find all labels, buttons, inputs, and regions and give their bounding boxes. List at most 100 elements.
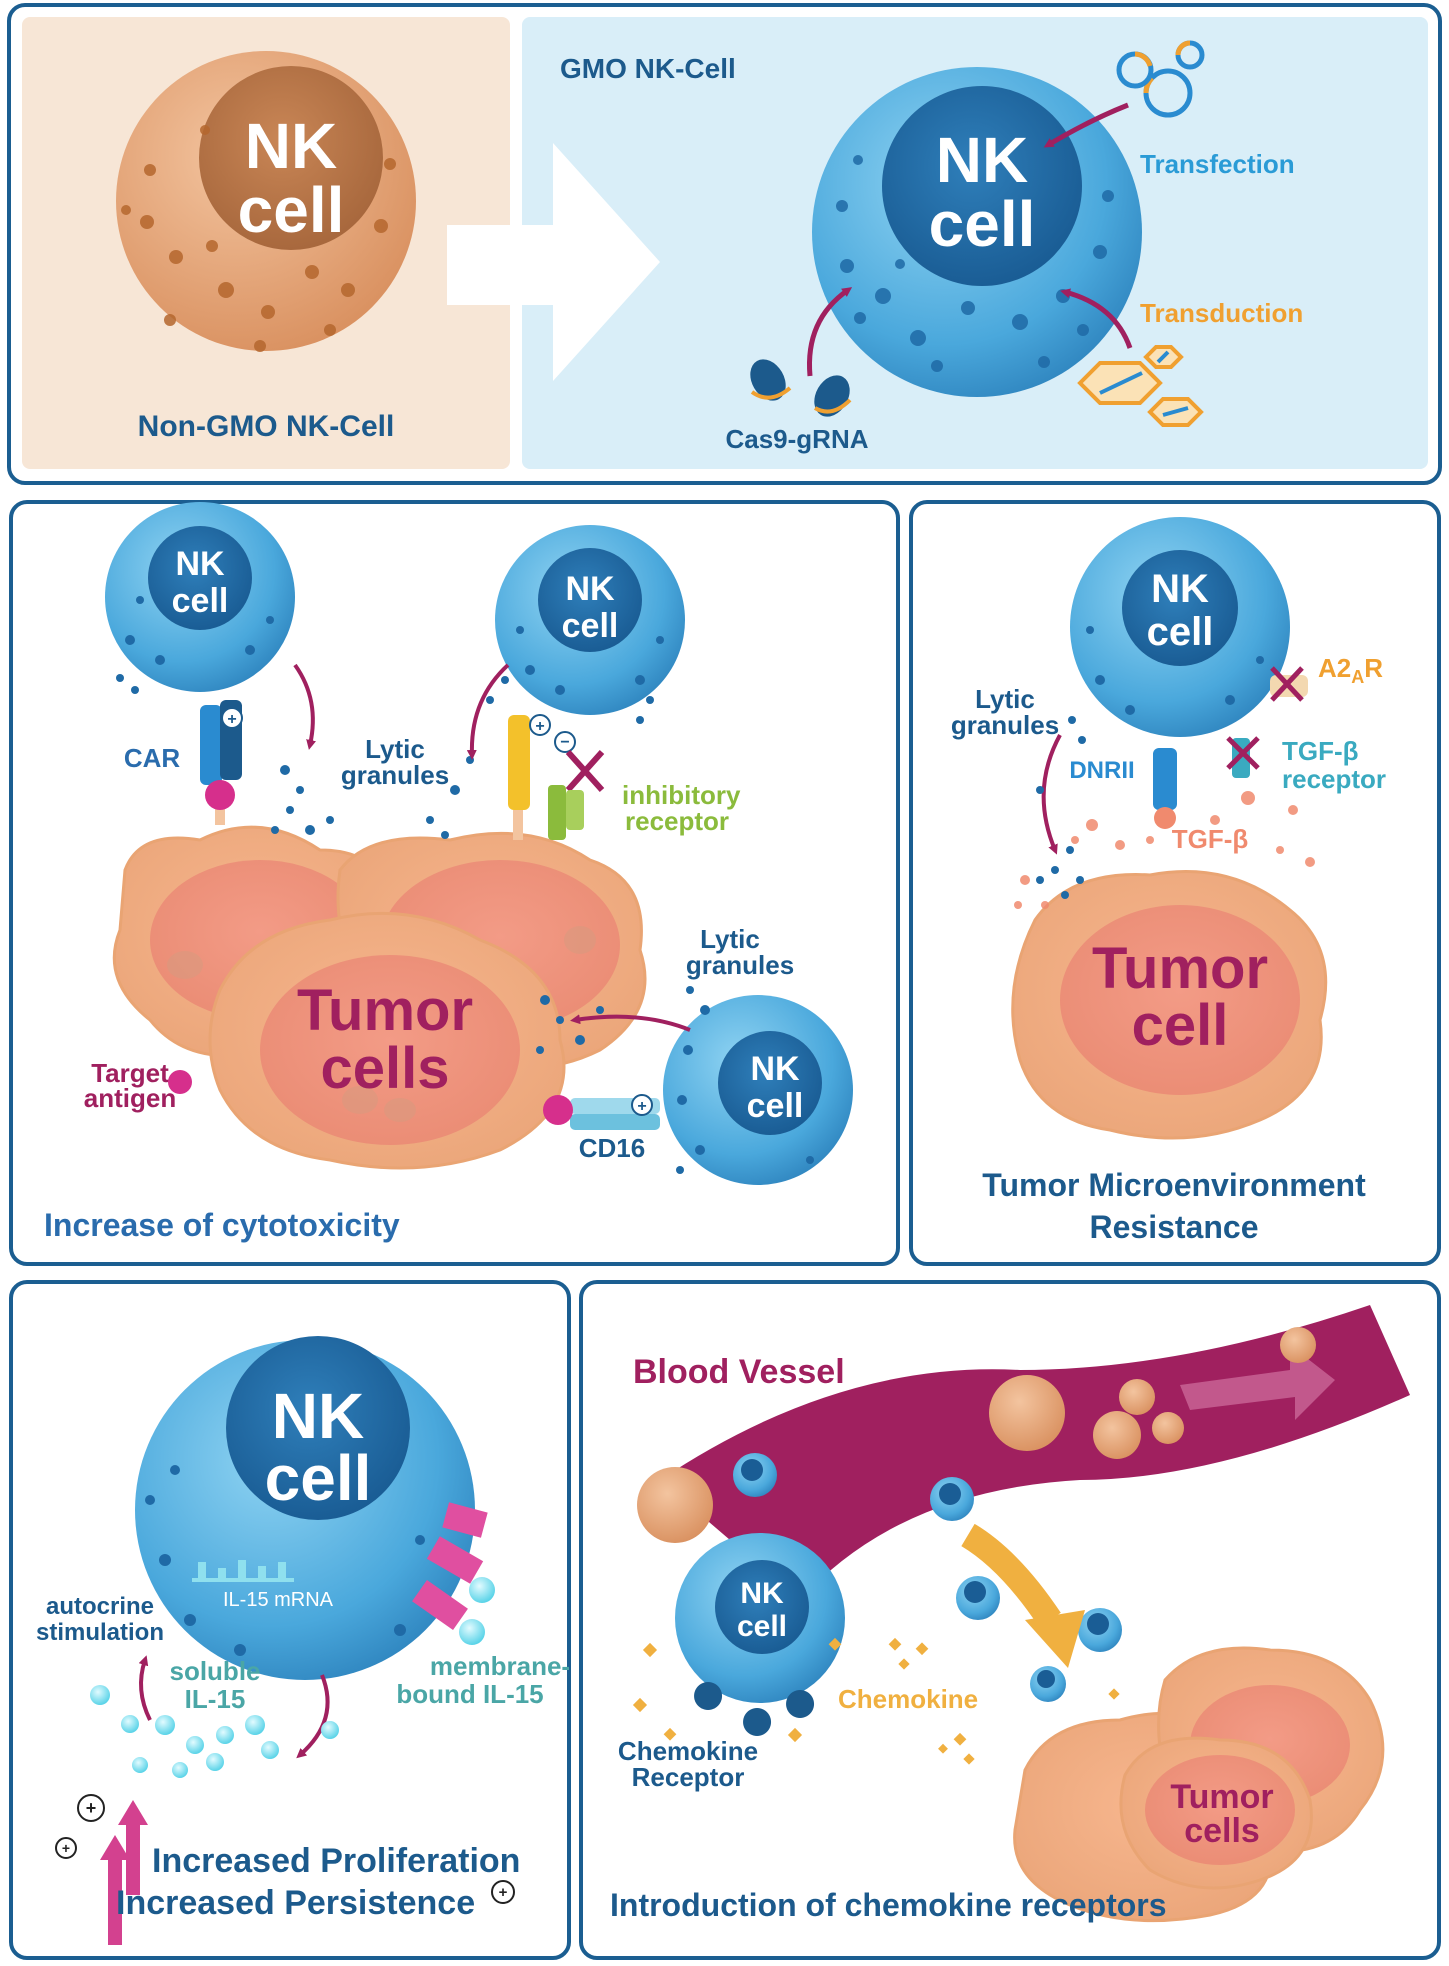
mrna-label: IL-15 mRNA	[223, 1589, 334, 1611]
nk-label-line1: NK	[740, 1577, 784, 1610]
svg-text:+: +	[637, 1098, 646, 1115]
target-antigen-line1: Target	[91, 1058, 169, 1088]
a2ar-receptor	[1270, 666, 1308, 702]
granule-arrow	[570, 1014, 691, 1032]
granule-arrow	[466, 663, 510, 760]
lytic-label-line2: granules	[341, 760, 449, 790]
lytic-granules	[116, 674, 654, 839]
cas9-label: Cas9-gRNA	[725, 424, 868, 454]
nk-label-line1: NK	[936, 124, 1028, 196]
panel-cytotoxicity: Tumor cells NK cell + CAR Lytic granules	[9, 500, 900, 1266]
cd16-label: CD16	[579, 1133, 645, 1163]
migration-arrow	[961, 1523, 1061, 1628]
granule-arrow	[293, 663, 316, 750]
nk-label-line1: NK	[1151, 567, 1209, 611]
autocrine-label-line1: autocrine	[46, 1593, 154, 1620]
receptor-label-line2: Receptor	[632, 1762, 745, 1792]
nk-label-line2: cell	[747, 1087, 804, 1125]
nk-cell: NK cell	[675, 1533, 845, 1736]
tumor-label-line2: cells	[321, 1036, 450, 1101]
lytic-granules	[1036, 716, 1086, 899]
membrane-label-line1: membrane-	[430, 1651, 570, 1681]
panel-chemokine: Blood Vessel Tumor cells	[579, 1280, 1441, 1960]
a2ar-label: A2AR	[1318, 653, 1383, 687]
lytic-label-line1: Lytic	[975, 684, 1035, 714]
svg-text:+: +	[227, 711, 236, 728]
autocrine-label-line2: stimulation	[36, 1619, 164, 1646]
lytic-label-line2: granules	[951, 710, 1059, 740]
target-antigen-line2: antigen	[84, 1083, 176, 1113]
svg-text:+: +	[62, 1840, 70, 1856]
panel-tme: Tumor cell NK cell DNRII TGF-β receptor …	[909, 500, 1441, 1266]
inhibitory-receptor: −	[548, 731, 605, 840]
circulating-cells	[637, 1327, 1316, 1702]
svg-text:+: +	[499, 1884, 508, 1901]
cyto-caption: Increase of cytotoxicity	[44, 1207, 400, 1243]
dnrii-label: DNRII	[1069, 757, 1134, 784]
nk-cell-cd16: NK cell	[663, 995, 853, 1185]
tumor-label-line1: Tumor	[297, 978, 473, 1043]
chemo-caption: Introduction of chemokine receptors	[610, 1887, 1167, 1923]
gmo-nk-cell: NK cell	[812, 67, 1142, 397]
migration-arrowhead	[1025, 1610, 1085, 1668]
tme-caption-line2: Resistance	[1090, 1209, 1259, 1245]
transformation-arrow	[447, 143, 660, 381]
nk-cell-car: NK cell	[105, 502, 295, 692]
nk-label-line1: NK	[272, 1380, 364, 1452]
membrane-label-line2: bound IL-15	[396, 1679, 543, 1709]
car-label: CAR	[124, 743, 181, 773]
activating-receptor: +	[508, 714, 551, 840]
panel-genetic-modification: NK cell Non-GMO NK-Cell GMO NK-Cell NK c…	[7, 3, 1442, 485]
mrna-icon	[192, 1560, 294, 1582]
cas9-icon	[750, 359, 852, 417]
target-antigen-icon	[168, 1070, 192, 1094]
tumor-cells: Tumor cells	[1013, 1646, 1385, 1923]
transfection-arrow	[1043, 102, 1129, 148]
receptor-label-line1: Chemokine	[618, 1736, 758, 1766]
tumor-cell: Tumor cell	[1011, 870, 1328, 1140]
nk-cell-inhibitory: NK cell	[495, 525, 685, 715]
soluble-label-line2: IL-15	[185, 1684, 246, 1714]
panel-il15: NK cell IL-15 mRNA membrane- bound IL-15…	[9, 1280, 571, 1960]
nk-label-line2: cell	[238, 174, 345, 246]
nk-label-line1: NK	[565, 570, 615, 608]
nk-cell: NK cell	[135, 1336, 475, 1680]
lytic-label-line1: Lytic	[700, 924, 760, 954]
transfection-label: Transfection	[1140, 149, 1295, 179]
cd16-receptor: +	[543, 1094, 660, 1130]
transduction-arrow	[1060, 288, 1133, 349]
tgfb-molecules	[1014, 791, 1315, 909]
nk-label-line1: NK	[245, 110, 337, 182]
blood-vessel	[660, 1305, 1410, 1600]
increase-arrows-icon: + + +	[55, 1794, 515, 1945]
prolif-label: Increased Proliferation	[152, 1842, 520, 1880]
nk-label-line2: cell	[562, 607, 619, 645]
chemokine-molecules	[632, 1637, 1120, 1765]
non-gmo-label: Non-GMO NK-Cell	[138, 410, 395, 443]
tgfb-receptor	[1226, 736, 1260, 778]
lytic-label-line2: granules	[686, 950, 794, 980]
svg-text:+: +	[86, 1798, 97, 1818]
inhibitory-label-line2: receptor	[625, 806, 729, 836]
inhibitory-label-line1: inhibitory	[622, 780, 741, 810]
tgfb-label: TGF-β	[1172, 824, 1249, 854]
nk-label-line2: cell	[1147, 610, 1214, 654]
nk-label-line2: cell	[737, 1610, 787, 1643]
plasmid-icon	[1116, 40, 1205, 118]
soluble-label-line1: soluble	[169, 1656, 260, 1686]
nk-label-line1: NK	[750, 1050, 800, 1088]
membrane-bound-il15	[412, 1502, 495, 1645]
chemokine-label: Chemokine	[838, 1684, 978, 1714]
lytic-label-line1: Lytic	[365, 734, 425, 764]
tumor-label-line2: cell	[1132, 993, 1229, 1058]
vessel-label: Blood Vessel	[633, 1353, 845, 1391]
nk-label-line2: cell	[265, 1442, 372, 1514]
tumor-label-line1: Tumor	[1092, 936, 1268, 1001]
tgfb-receptor-line2: receptor	[1282, 764, 1386, 794]
tgfb-receptor-line1: TGF-β	[1282, 736, 1359, 766]
lytic-granules	[536, 986, 710, 1054]
transduction-label: Transduction	[1140, 298, 1303, 328]
secretion-arrow	[296, 1674, 330, 1759]
cas9-arrow	[806, 287, 853, 377]
